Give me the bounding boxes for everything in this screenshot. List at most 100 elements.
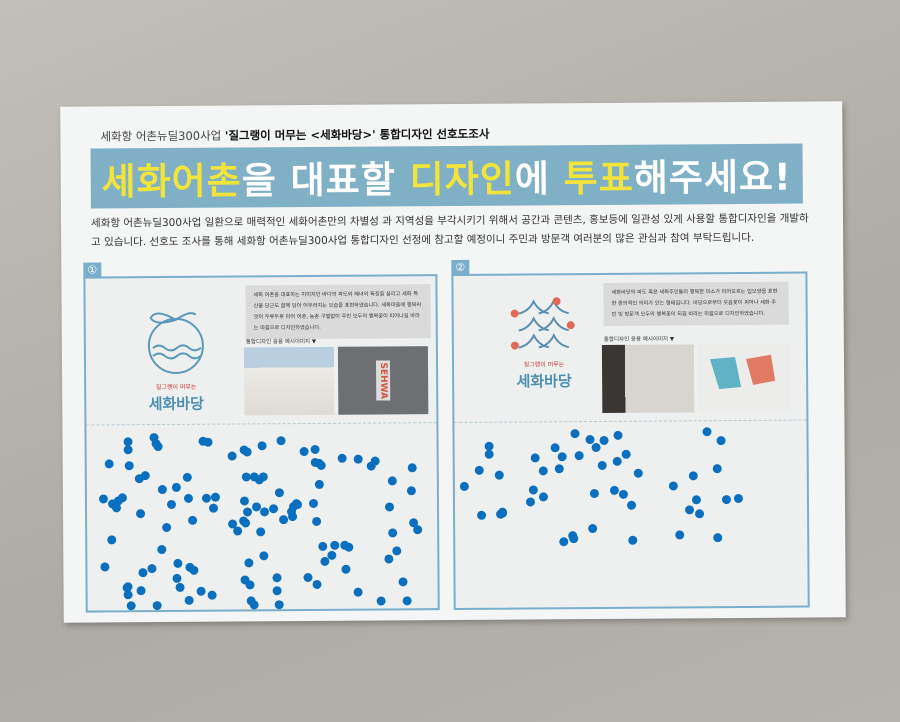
vote-sticker: [153, 600, 163, 610]
vote-sticker: [570, 428, 580, 438]
vote-sticker: [211, 492, 221, 502]
vote-sticker: [276, 436, 286, 446]
vote-sticker: [171, 483, 181, 493]
example-photo-chairs: [697, 343, 791, 413]
vote-sticker: [477, 511, 487, 521]
vote-sticker: [599, 435, 609, 445]
vote-sticker: [183, 493, 194, 503]
headline-part: 세화어촌: [101, 159, 242, 204]
vote-sticker: [162, 522, 172, 532]
vote-sticker: [559, 537, 569, 547]
vote-sticker: [227, 451, 237, 461]
vote-sticker: [172, 574, 182, 584]
vote-sticker: [612, 456, 622, 466]
vote-sticker: [610, 485, 620, 495]
vote-sticker: [257, 441, 267, 451]
vote-sticker: [588, 524, 598, 534]
vote-sticker: [208, 503, 218, 513]
vote-sticker: [175, 583, 185, 593]
vote-sticker: [147, 564, 157, 574]
vote-sticker: [525, 497, 535, 507]
vote-sticker: [272, 573, 282, 583]
subtitle-prefix: 세화항 어촌뉴딜300사업: [100, 128, 222, 144]
logo-tag: 질그랭이 머무는: [523, 361, 565, 369]
vote-sticker: [474, 466, 484, 476]
vote-sticker: [316, 460, 326, 470]
logo-tag: 질그랭이 머무는: [155, 383, 197, 392]
vote-sticker: [688, 471, 698, 481]
vote-sticker: [695, 509, 705, 519]
vote-sticker: [702, 427, 712, 437]
option-description: 세화 어촌을 대표하는 이미지인 바다의 파도와 해녀의 특징을 살리고 세화 …: [245, 284, 431, 340]
vote-sticker: [712, 463, 722, 473]
vote-sticker: [312, 579, 322, 589]
vote-sticker: [484, 449, 494, 459]
vote-sticker: [668, 481, 678, 491]
vote-sticker: [353, 454, 363, 464]
vote-sticker: [123, 444, 133, 454]
logo-name: 세화바당: [516, 372, 572, 391]
vote-sticker: [315, 479, 325, 489]
vote-sticker: [274, 600, 284, 610]
option-number: ②: [451, 259, 470, 277]
logo-option-1: 질그랭이 머무는 세화바당: [116, 298, 237, 415]
vote-sticker: [376, 596, 386, 606]
vote-sticker: [273, 586, 283, 596]
vote-sticker: [538, 492, 548, 502]
headline-part: 투표: [563, 156, 634, 201]
vote-sticker: [203, 437, 214, 447]
vote-sticker: [716, 436, 726, 446]
divider: [86, 422, 437, 426]
headline-part: 디자인: [409, 157, 515, 202]
vote-sticker: [341, 564, 351, 574]
vote-sticker: [136, 508, 146, 518]
vote-sticker: [303, 572, 313, 583]
vote-sticker: [243, 507, 253, 517]
description: 세화항 어촌뉴딜300사업 일환으로 매력적인 세화어촌만의 차별성 과 지역성…: [90, 212, 809, 249]
vote-sticker: [387, 528, 397, 538]
photo-text: SEHWA: [375, 360, 391, 401]
vote-sticker: [388, 476, 398, 486]
vote-sticker: [497, 507, 507, 517]
vote-sticker: [126, 601, 136, 611]
vote-sticker: [291, 499, 301, 509]
vote-sticker: [591, 442, 601, 453]
vote-sticker: [353, 587, 363, 597]
vote-sticker: [621, 449, 631, 459]
vote-sticker: [227, 519, 237, 529]
headline-part: 을 대표할: [241, 158, 410, 203]
vote-sticker: [554, 463, 564, 473]
vote-sticker: [551, 443, 561, 453]
headline-part: 에: [514, 157, 564, 201]
example-photo-building: [243, 346, 335, 416]
vote-sticker: [138, 567, 148, 578]
vote-sticker: [239, 496, 249, 506]
vote-sticker: [692, 494, 702, 504]
vote-sticker: [633, 468, 643, 478]
vote-sticker: [495, 470, 505, 480]
poster-subtitle: 세화항 어촌뉴딜300사업 '질그랭이 머무는 <세화바당>' 통합디자인 선호…: [100, 126, 489, 145]
logo-name: 세화바당: [148, 394, 204, 414]
vote-sticker: [268, 503, 278, 513]
headline-part: 해주세요!: [633, 155, 793, 200]
vote-sticker: [244, 557, 254, 568]
vote-sticker: [484, 441, 494, 452]
vote-sticker: [140, 471, 151, 481]
example-photo-signage: [601, 344, 695, 413]
vote-sticker: [99, 494, 109, 504]
option-2-panel[interactable]: ② 질그랭이 머무는 세화바당 세화바당의 파도 혹은 세화주민들의 행복한 미…: [451, 259, 810, 611]
vote-sticker: [327, 550, 337, 560]
vote-sticker: [407, 486, 417, 496]
vote-sticker: [366, 461, 376, 471]
vote-sticker: [340, 540, 350, 550]
vote-sticker: [312, 516, 322, 526]
vote-sticker: [557, 451, 568, 461]
vote-sticker: [597, 460, 607, 470]
option-1-panel[interactable]: ① 질그랭이 머무는 세화바당 세화 어촌을 대표하는 이미지인 바다의 파도와…: [83, 262, 440, 613]
vote-sticker: [166, 499, 176, 509]
vote-sticker: [318, 541, 328, 551]
vote-sticker: [157, 484, 167, 494]
divider: [454, 419, 807, 423]
vote-sticker: [722, 495, 732, 505]
